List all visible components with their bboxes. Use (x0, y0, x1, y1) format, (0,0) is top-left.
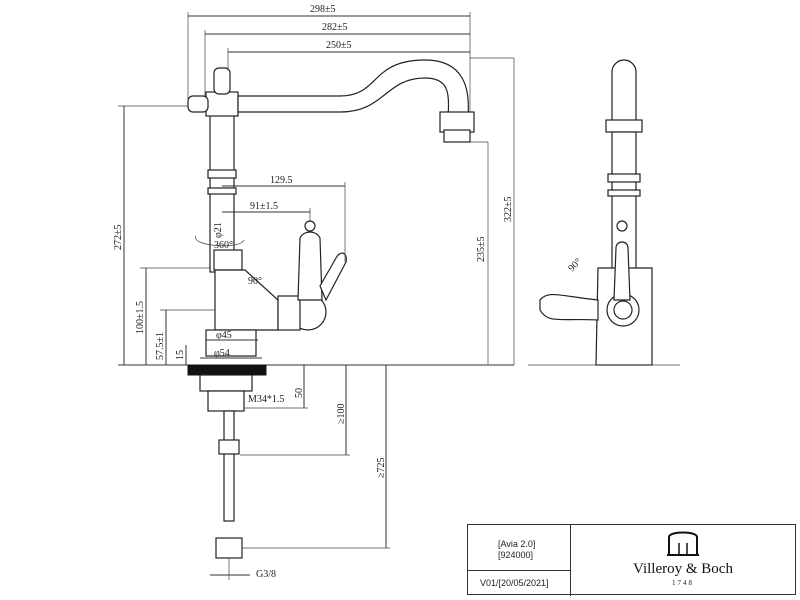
dim-g38: G3/8 (256, 569, 276, 580)
dim-360: 360° (214, 240, 233, 251)
brand-cell: Villeroy & Boch 1748 (571, 525, 795, 596)
dim-100: 100±1.5 (135, 301, 146, 334)
dim-129: 129.5 (270, 175, 293, 186)
version-text: V01/[20/05/2021] (480, 578, 549, 588)
dim-angle-90: 90° (248, 276, 262, 287)
version-cell: V01/[20/05/2021] (468, 571, 571, 596)
dim-57: 57.5±1 (155, 332, 166, 360)
brand-year: 1748 (672, 579, 694, 587)
brand-logo-icon (667, 531, 699, 556)
dim-282: 282±5 (322, 22, 348, 33)
title-block: [Avia 2.0] [924000] V01/[20/05/2021] Vil… (467, 524, 796, 596)
dim-235: 235±5 (476, 237, 487, 263)
product-number: [924000] (498, 550, 534, 560)
dim-50: 50 (294, 388, 305, 398)
product-name: [Avia 2.0] (498, 539, 536, 549)
dim-phi54: φ54 (214, 348, 230, 359)
dim-15: 15 (175, 350, 186, 360)
product-info-cell: [Avia 2.0] [924000] (468, 525, 571, 571)
dim-m34: M34*1.5 (248, 394, 284, 405)
dim-250: 250±5 (326, 40, 352, 51)
dim-100-under: ≥100 (336, 404, 347, 425)
dim-phi45: φ45 (216, 330, 232, 341)
dim-side-90: 90° (566, 256, 584, 274)
dim-322: 322±5 (503, 197, 514, 223)
dim-phi21: φ21 (213, 222, 224, 238)
dim-91: 91±1.5 (250, 201, 278, 212)
dim-272: 272±5 (113, 225, 124, 251)
brand-name: Villeroy & Boch (633, 561, 733, 577)
dim-298: 298±5 (310, 4, 336, 15)
dim-725: ≥725 (376, 458, 387, 479)
